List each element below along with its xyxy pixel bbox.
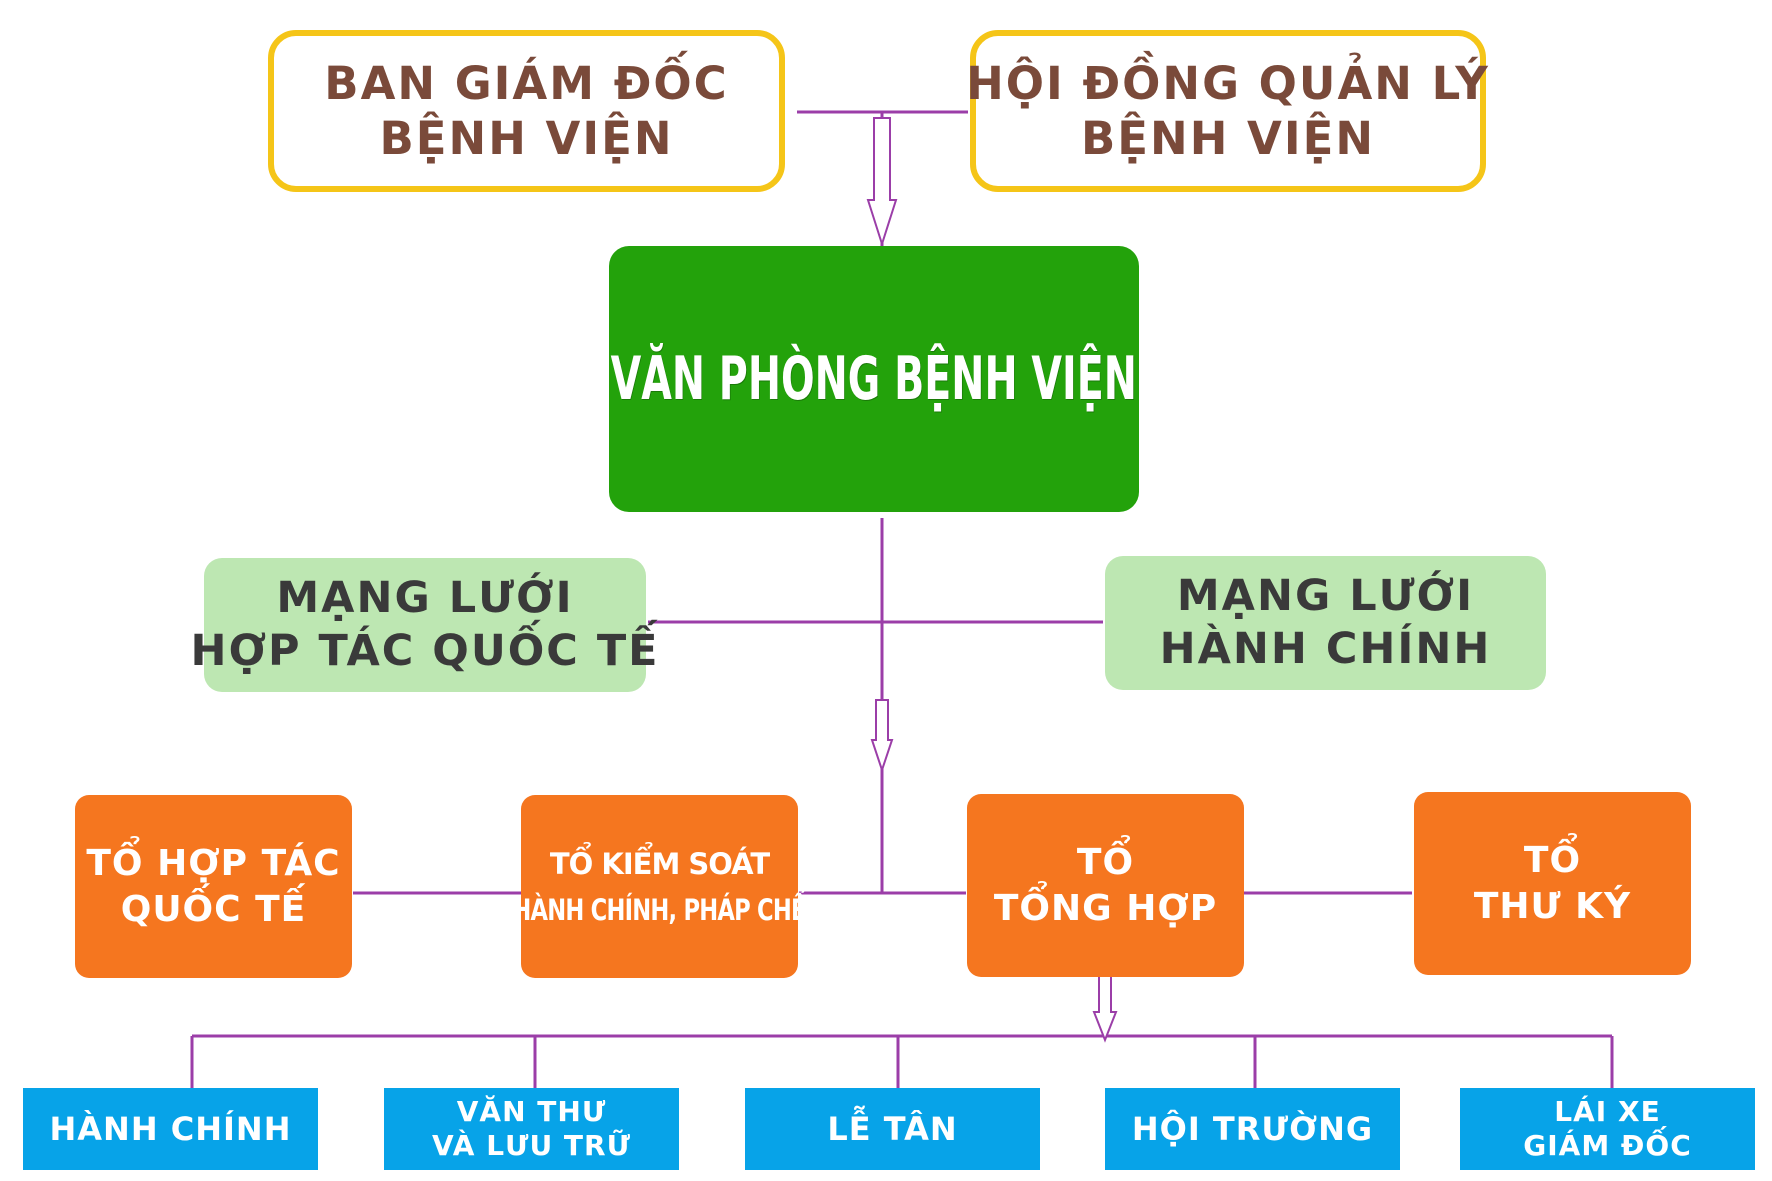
unit-records-box: VĂN THƯ VÀ LƯU TRỮ (384, 1088, 679, 1170)
board-of-directors-line-1: BAN GIÁM ĐỐC (324, 57, 729, 110)
management-council-line-2: BỆNH VIỆN (1081, 112, 1375, 165)
unit-records-line-1: VĂN THƯ (456, 1095, 607, 1128)
team-general-box: TỔ TỔNG HỢP (967, 794, 1244, 977)
unit-hall-label: HỘI TRƯỜNG (1131, 1110, 1374, 1148)
team-control-line-2: HÀNH CHÍNH, PHÁP CHẾ (512, 892, 807, 927)
team-secretary-box: TỔ THƯ KÝ (1414, 792, 1691, 975)
network-administration-line-1: MẠNG LƯỚI (1176, 571, 1475, 621)
unit-reception-box: LỄ TÂN (745, 1088, 1040, 1170)
unit-reception-label: LỄ TÂN (827, 1110, 958, 1148)
arrow-to-units (1092, 973, 1118, 1043)
team-general-line-1: TỔ (1076, 841, 1135, 883)
unit-administration-label: HÀNH CHÍNH (49, 1110, 292, 1148)
unit-records-line-2: VÀ LƯU TRỮ (432, 1129, 631, 1162)
unit-driver-box: LÁI XE GIÁM ĐỐC (1460, 1088, 1755, 1170)
team-control-line-1: TỔ KIỂM SOÁT (549, 846, 770, 881)
team-secretary-line-2: THƯ KÝ (1473, 885, 1632, 927)
unit-hall-box: HỘI TRƯỜNG (1105, 1088, 1400, 1170)
team-international-box: TỔ HỢP TÁC QUỐC TẾ (75, 795, 352, 978)
team-secretary-line-1: TỔ (1523, 839, 1582, 881)
team-international-line-1: TỔ HỢP TÁC (86, 842, 341, 884)
unit-administration-box: HÀNH CHÍNH (23, 1088, 318, 1170)
team-control-box: TỔ KIỂM SOÁT HÀNH CHÍNH, PHÁP CHẾ (513, 795, 807, 978)
network-international-box: MẠNG LƯỚI HỢP TÁC QUỐC TẾ (190, 558, 658, 692)
network-administration-line-2: HÀNH CHÍNH (1159, 624, 1492, 674)
network-international-line-1: MẠNG LƯỚI (276, 573, 574, 623)
network-international-line-2: HỢP TÁC QUỐC TẾ (190, 626, 660, 676)
unit-driver-line-2: GIÁM ĐỐC (1523, 1129, 1692, 1162)
board-of-directors-line-2: BỆNH VIỆN (379, 112, 674, 165)
team-international-line-2: QUỐC TẾ (120, 888, 307, 930)
unit-driver-line-1: LÁI XE (1554, 1095, 1661, 1128)
management-council-box: HỘI ĐỒNG QUẢN LÝ BỆNH VIỆN (966, 30, 1488, 192)
board-of-directors-box: BAN GIÁM ĐỐC BỆNH VIỆN (268, 30, 785, 192)
arrow-to-office (866, 117, 898, 248)
network-administration-box: MẠNG LƯỚI HÀNH CHÍNH (1105, 556, 1546, 690)
team-general-line-2: TỔNG HỢP (993, 887, 1218, 929)
hospital-office-box: VĂN PHÒNG BỆNH VIỆN (609, 246, 1139, 512)
hospital-office-title: VĂN PHÒNG BỆNH VIỆN (610, 344, 1138, 414)
arrow-to-teams (870, 699, 894, 774)
management-council-line-1: HỘI ĐỒNG QUẢN LÝ (966, 57, 1490, 110)
